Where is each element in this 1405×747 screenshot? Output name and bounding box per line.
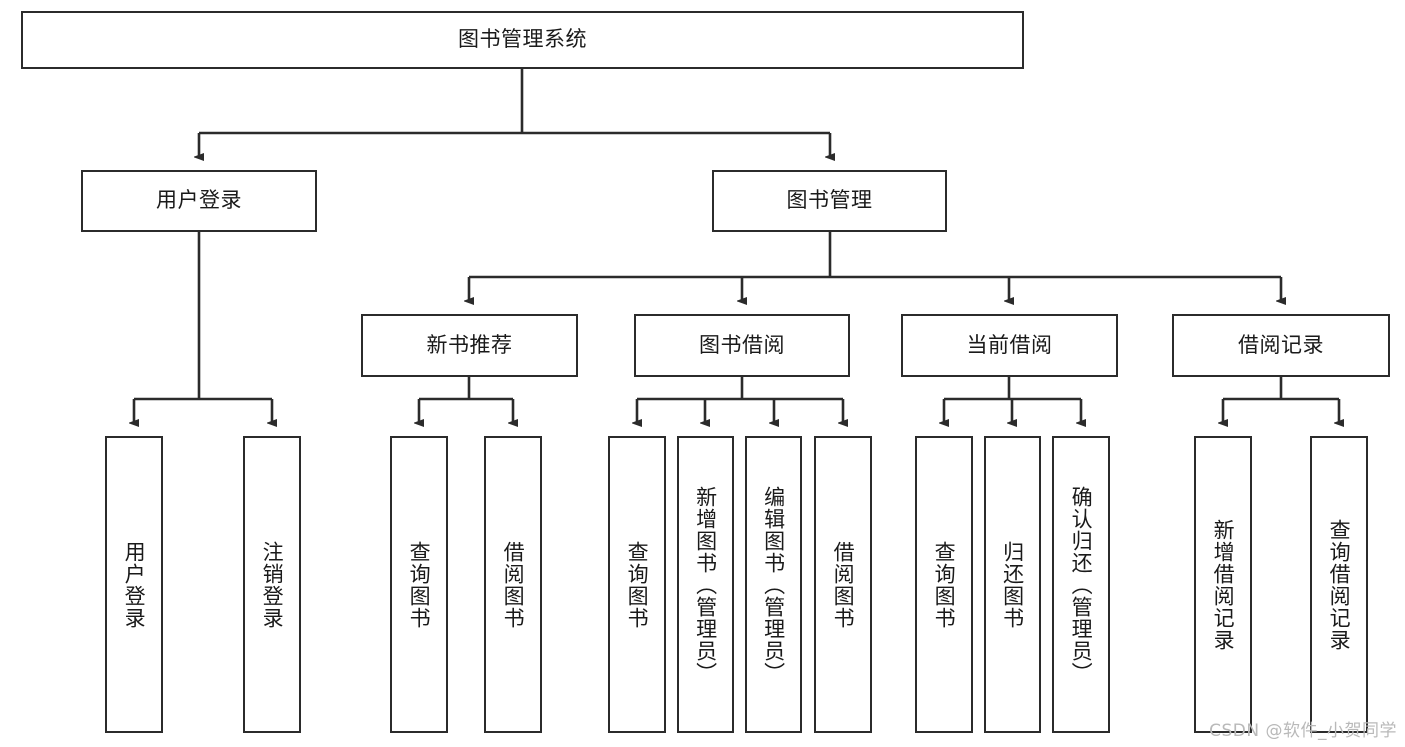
leaf-node[interactable]: 新增借阅记录 (1194, 436, 1252, 733)
node-root-label: 图书管理系统 (458, 27, 587, 52)
leaf-node[interactable]: 借阅图书 (484, 436, 542, 733)
leaf-node-label: 用户登录 (122, 540, 147, 629)
leaf-node-label: 查询借阅记录 (1327, 518, 1352, 651)
leaf-node-label: 归还图书 (1000, 540, 1025, 629)
node-level1-book-management[interactable]: 图书管理 (712, 170, 947, 232)
leaf-node-label: 查询图书 (932, 540, 957, 629)
node-level2-book-borrow[interactable]: 图书借阅 (634, 314, 850, 377)
leaf-node-label: 借阅图书 (501, 540, 526, 629)
leaf-node-label: 编辑图书（管理员） (761, 485, 786, 684)
leaf-node[interactable]: 归还图书 (984, 436, 1041, 733)
leaf-node[interactable]: 借阅图书 (814, 436, 872, 733)
node-root[interactable]: 图书管理系统 (21, 11, 1024, 69)
node-level2-new-book-recommend[interactable]: 新书推荐 (361, 314, 578, 377)
node-level2-borrow-record-label: 借阅记录 (1238, 332, 1324, 357)
node-level1-user-login-label: 用户登录 (156, 188, 242, 213)
leaf-node-label: 查询图书 (625, 540, 650, 629)
node-level2-current-borrow[interactable]: 当前借阅 (901, 314, 1118, 377)
leaf-node-label: 新增图书（管理员） (693, 485, 718, 684)
leaf-node-label: 借阅图书 (831, 540, 856, 629)
leaf-node[interactable]: 查询图书 (915, 436, 973, 733)
leaf-node[interactable]: 编辑图书（管理员） (745, 436, 802, 733)
node-level2-borrow-record[interactable]: 借阅记录 (1172, 314, 1390, 377)
node-level2-book-borrow-label: 图书借阅 (699, 332, 785, 357)
leaf-node-label: 查询图书 (407, 540, 432, 629)
leaf-node-label: 新增借阅记录 (1211, 518, 1236, 651)
leaf-node[interactable]: 确认归还（管理员） (1052, 436, 1110, 733)
node-level2-new-book-recommend-label: 新书推荐 (426, 332, 513, 357)
leaf-node-label: 确认归还（管理员） (1069, 485, 1094, 684)
leaf-node[interactable]: 注销登录 (243, 436, 301, 733)
leaf-node[interactable]: 新增图书（管理员） (677, 436, 734, 733)
leaf-node[interactable]: 查询图书 (390, 436, 448, 733)
node-level1-user-login[interactable]: 用户登录 (81, 170, 317, 232)
leaf-node[interactable]: 用户登录 (105, 436, 163, 733)
leaf-node[interactable]: 查询借阅记录 (1310, 436, 1368, 733)
node-level1-book-management-label: 图书管理 (786, 188, 873, 213)
leaf-node[interactable]: 查询图书 (608, 436, 666, 733)
leaf-node-label: 注销登录 (260, 540, 285, 629)
node-level2-current-borrow-label: 当前借阅 (966, 332, 1053, 357)
